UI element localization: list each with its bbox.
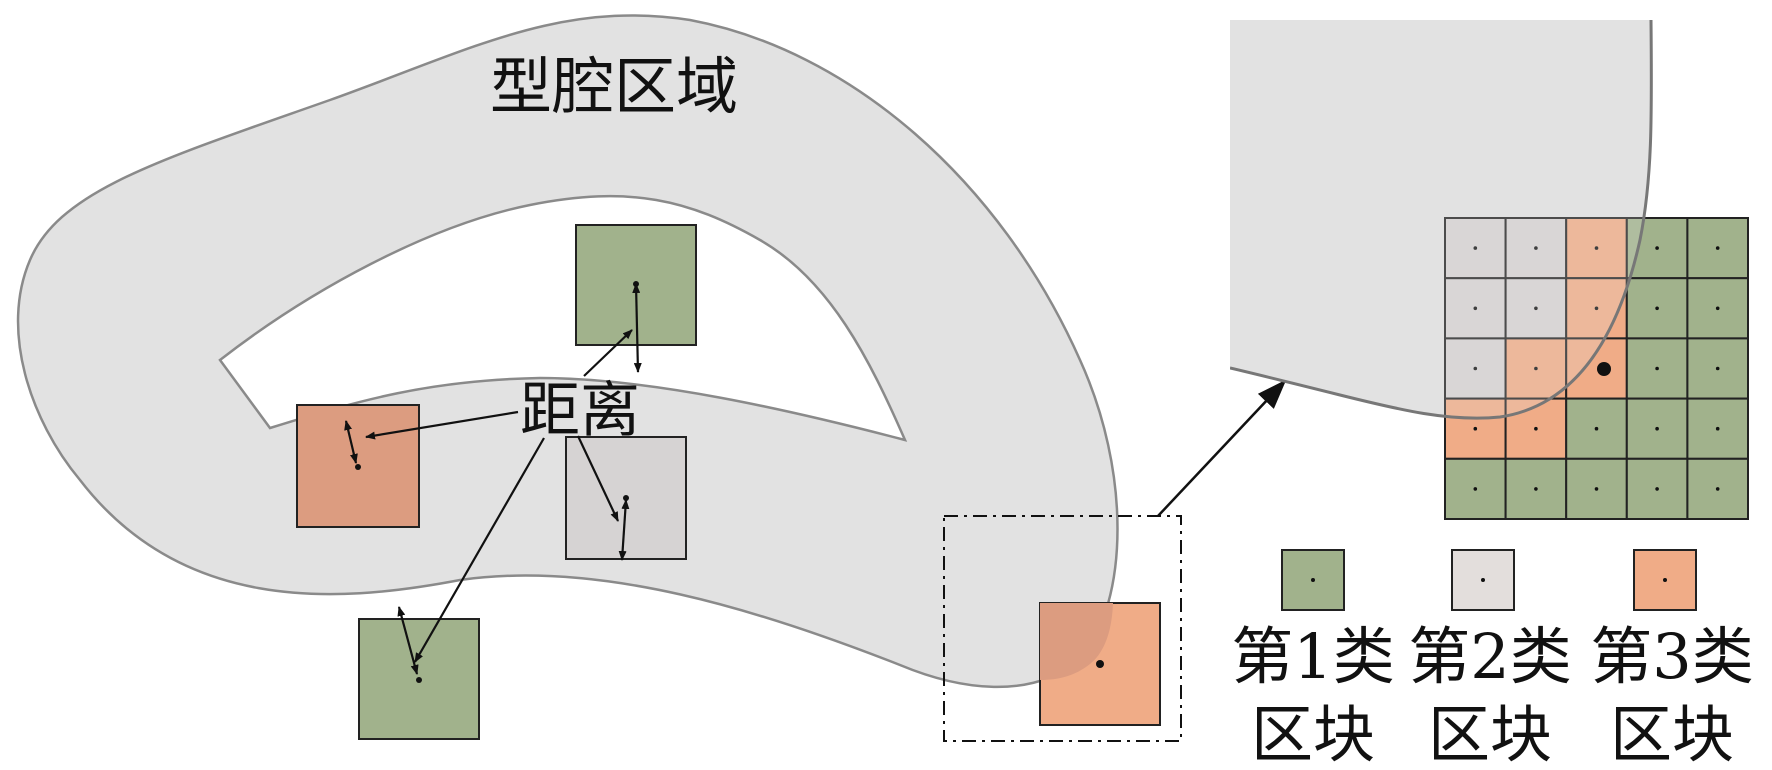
block-center-point [355,464,361,470]
grid-cell-center-dot [1594,246,1599,250]
grid-cell-center-dot [1715,246,1720,250]
grid-cell-center-dot [1534,366,1538,371]
grid-cell-center-dot [1715,426,1720,431]
grid-cell-center-dot [1534,246,1538,250]
grid-cell-center-dot [1594,306,1599,311]
legend-label-class2-line1: 第2类 [1408,620,1571,693]
grid-cell-center-dot [1473,246,1478,250]
distance-arrows [344,283,642,675]
class3-block-corner-overlap [1040,603,1113,680]
grid-cell-center-dot [1594,487,1599,491]
distance-arrow-middle [618,499,630,561]
distance-arrow-left [344,420,358,464]
cavity-region-label: 型腔区域 [490,50,738,123]
grid-cell-center-dot [1534,487,1538,491]
legend-swatch-dot [1663,578,1667,582]
leader-arrow-left [365,410,519,440]
leader-arrow-middle [577,435,619,522]
cavity-region-shape [16,14,1119,689]
zoom-detail-view [1230,20,1750,520]
legend: 第1类 区块 第2类 区块 第3类 区块 [1231,549,1754,770]
legend-label-class2-line2: 区块 [1428,698,1552,770]
grid-cell-center-dot [1534,306,1538,311]
grid-cell-center-dot [1655,487,1659,491]
grid-cell-center-dot [1715,366,1720,371]
leader-arrow-top [583,329,633,377]
grid-cell-center-dot [1473,487,1478,491]
legend-swatch-dot [1481,578,1485,582]
block-grid [1230,20,1750,520]
grid-cell-center-dot [1473,426,1478,431]
grid-cavity-overlay [1230,20,1652,419]
grid-cell-center-dot [1594,426,1599,431]
grid-cell-center-dot [1715,487,1720,491]
grid-cell-center-dot [1473,366,1478,371]
legend-label-class1-line1: 第1类 [1231,620,1394,693]
distance-label: 距离 [520,376,640,446]
grid-cell-center-dot [1534,426,1538,431]
grid-cell-center-dot [1655,366,1659,371]
distance-arrow-bottom [397,606,419,675]
zoom-arrow [1157,379,1287,517]
grid-cell-class1 [1625,457,1689,520]
legend-label-class3-line2: 区块 [1610,698,1734,770]
legend-label-class3-line1: 第3类 [1590,620,1753,693]
grid-center-point [1597,362,1611,376]
block-center-point [1096,660,1104,668]
zoom-selection-box [943,515,1182,742]
distance-arrow-top [632,283,642,373]
grid-cell-class1 [1686,457,1750,520]
grid-cell-center-dot [1715,306,1720,311]
grid-cell-center-dot [1655,426,1659,431]
leader-arrow-bottom [414,437,545,663]
grid-cell-class3 [1565,337,1628,400]
grid-cell-center-dot [1655,246,1659,250]
grid-cell-center-dot [1473,306,1478,311]
legend-label-class1-line2: 区块 [1251,698,1375,770]
zoom-cavity-boundary [1230,20,1653,420]
block-center-point [416,677,422,683]
legend-swatch-dot [1311,578,1315,582]
grid-cell-center-dot [1655,306,1659,311]
